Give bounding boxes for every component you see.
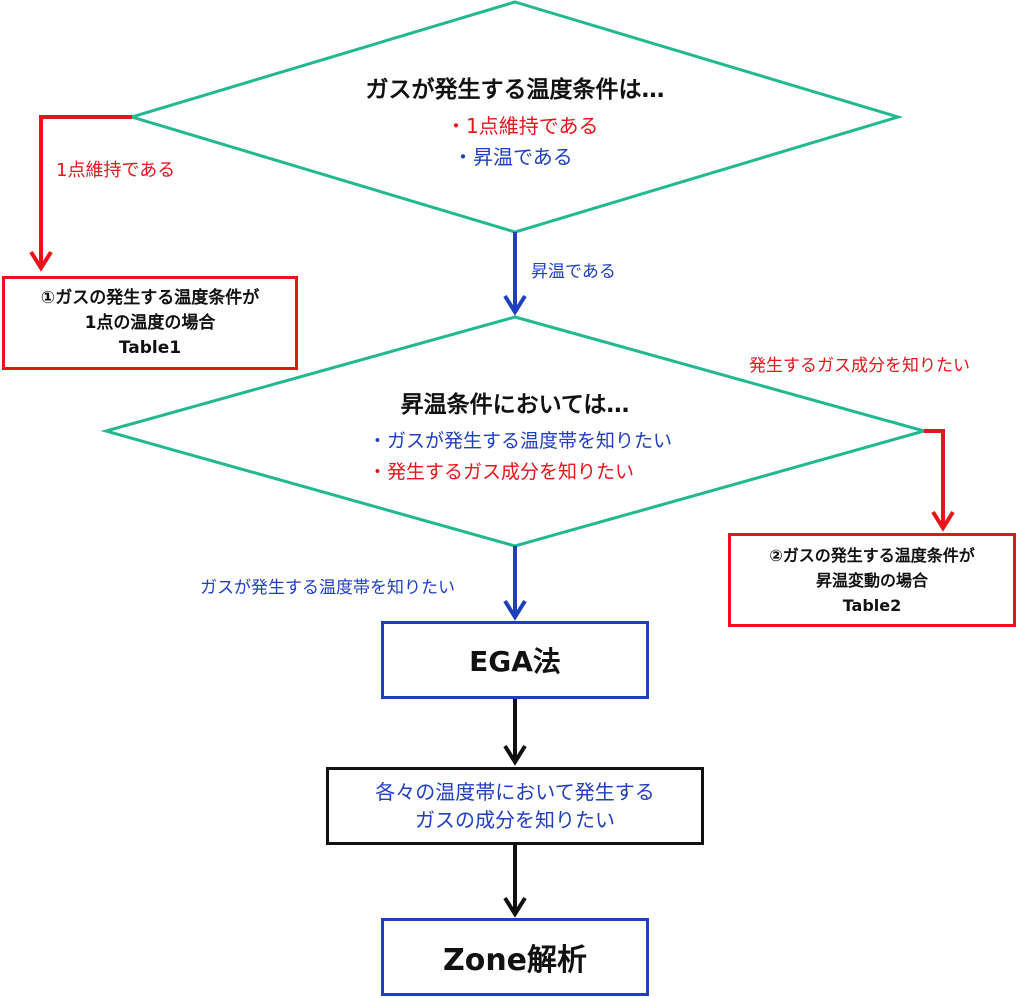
edge-label-rising: 昇温である xyxy=(531,262,616,282)
diamond2-option-temp-range: ・ガスが発生する温度帯を知りたい xyxy=(368,430,673,452)
diamond2-title: 昇温条件においては… xyxy=(400,392,630,418)
ega-label: EGA法 xyxy=(469,645,561,678)
table2-line3: Table2 xyxy=(842,595,902,615)
each-range-line2: ガスの成分を知りたい xyxy=(415,808,615,832)
process-box-ega: EGA法 xyxy=(381,621,649,699)
result-box-table2: ②ガスの発生する温度条件が 昇温変動の場合 Table2 xyxy=(728,533,1016,627)
each-range-line1: 各々の温度帯において発生する xyxy=(375,780,655,804)
diamond1-option-1point: ・1点維持である xyxy=(446,114,599,138)
arrowhead-ega-to-range xyxy=(503,744,527,766)
connector-gas-component xyxy=(924,429,945,528)
diamond2-option-gas-component: ・発生するガス成分を知りたい xyxy=(368,461,635,483)
table1-line3: Table1 xyxy=(118,337,182,358)
arrowhead-rising xyxy=(503,294,527,316)
table2-line1: ②ガスの発生する温度条件が xyxy=(769,545,975,565)
process-box-each-range: 各々の温度帯において発生する ガスの成分を知りたい xyxy=(326,767,704,845)
edge-label-1point: 1点維持である xyxy=(56,160,176,181)
diamond1-option-rising: ・昇温である xyxy=(453,145,573,169)
arrowhead-range-to-zone xyxy=(503,896,527,918)
arrowhead-temp-range xyxy=(503,599,527,621)
table1-line2: 1点の温度の場合 xyxy=(84,312,216,333)
connector-1point xyxy=(39,115,132,268)
arrowhead-1point xyxy=(29,250,53,272)
diamond1-title: ガスが発生する温度条件は… xyxy=(365,77,665,103)
table1-line1: ①ガスの発生する温度条件が xyxy=(40,287,260,308)
edge-label-temp-range: ガスが発生する温度帯を知りたい xyxy=(200,578,455,598)
zone-label: Zone解析 xyxy=(442,943,588,978)
result-box-table1: ①ガスの発生する温度条件が 1点の温度の場合 Table1 xyxy=(2,276,298,370)
edge-label-gas-component: 発生するガス成分を知りたい xyxy=(749,356,970,376)
process-box-zone: Zone解析 xyxy=(381,918,649,996)
table2-line2: 昇温変動の場合 xyxy=(815,570,928,590)
arrowhead-gas-component xyxy=(931,510,955,532)
